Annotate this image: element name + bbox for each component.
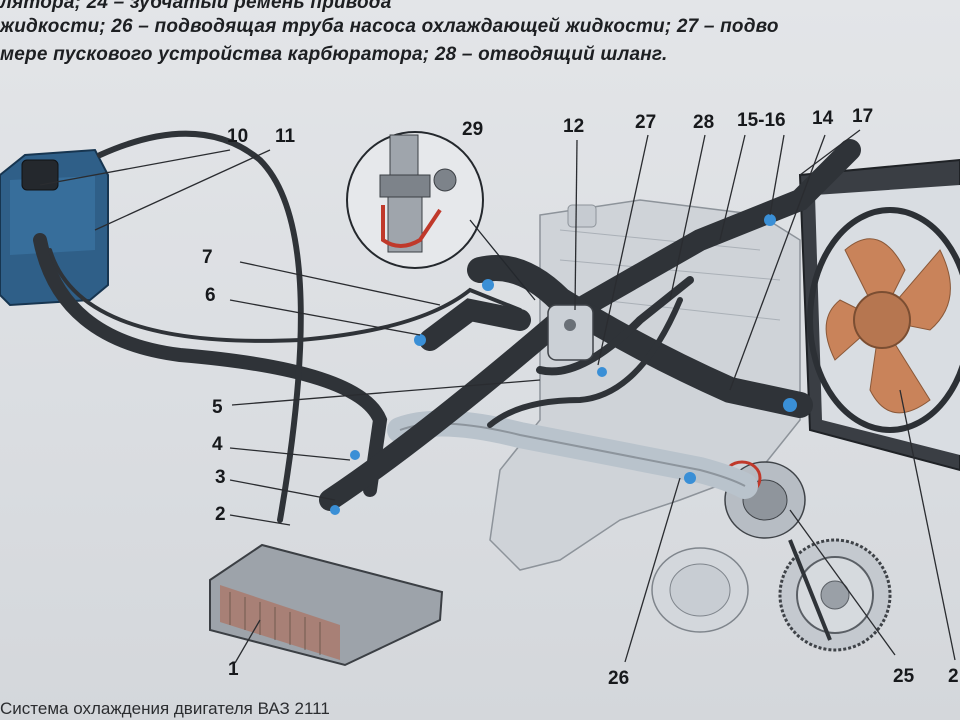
callout-3: 3 (215, 467, 226, 488)
callout-25: 25 (893, 666, 915, 687)
callout-11: 11 (275, 126, 296, 147)
leader-lines (39, 129, 956, 664)
callout-1: 1 (228, 659, 239, 680)
inset-detail (346, 131, 484, 269)
callout-2: 2 (215, 504, 226, 525)
callout-4: 4 (212, 434, 223, 455)
callout-7: 7 (202, 247, 213, 268)
timing-belt (788, 539, 832, 641)
tank-cap (21, 159, 59, 191)
legend-line-3: мере пускового устройства карбюратора; 2… (0, 44, 668, 65)
callout-12: 12 (563, 116, 584, 137)
cooling-fan (807, 207, 960, 433)
thermostat-housing (547, 304, 594, 361)
callout-17: 17 (852, 106, 873, 127)
crankshaft-pulley (778, 538, 892, 652)
figure-caption: Система охлаждения двигателя ВАЗ 2111 (0, 699, 330, 718)
callout-28: 28 (693, 112, 714, 133)
oil-filter (651, 547, 749, 633)
callout-29: 29 (462, 119, 483, 140)
callout-26: 26 (608, 668, 629, 689)
callout-14: 14 (812, 108, 834, 129)
legend-line-2: жидкости; 26 – подводящая труба насоса о… (0, 16, 779, 37)
callout-2-right: 2 (948, 666, 959, 687)
hose-clamps (330, 214, 797, 515)
callout-10: 10 (227, 126, 248, 147)
heater-radiator (209, 543, 444, 667)
callout-5: 5 (212, 397, 223, 418)
callout-15-16: 15-16 (737, 110, 786, 131)
engine-filler-cap (567, 204, 597, 228)
legend-line-1: лятора; 24 – зубчатый ремень привода (0, 0, 392, 13)
expansion-tank (0, 148, 109, 307)
callout-27: 27 (635, 112, 656, 133)
callout-6: 6 (205, 285, 216, 306)
